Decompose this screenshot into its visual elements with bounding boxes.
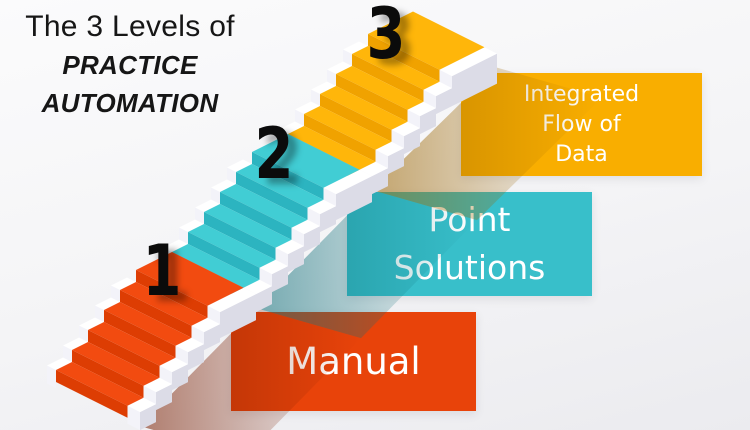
- staircase-flight-1: [47, 252, 256, 430]
- level-1-number: 1: [142, 230, 182, 312]
- staircase-flight-2: [163, 134, 372, 313]
- title-block: The 3 Levels of PRACTICE AUTOMATION: [2, 8, 258, 122]
- title-line-2: PRACTICE: [62, 50, 198, 80]
- level-3-label-line-3: Data: [555, 141, 608, 167]
- level-3-number: 3: [366, 0, 406, 75]
- title-line-1: The 3 Levels of: [25, 10, 235, 43]
- level-2-number: 2: [254, 113, 294, 195]
- title-line-3: AUTOMATION: [41, 88, 219, 118]
